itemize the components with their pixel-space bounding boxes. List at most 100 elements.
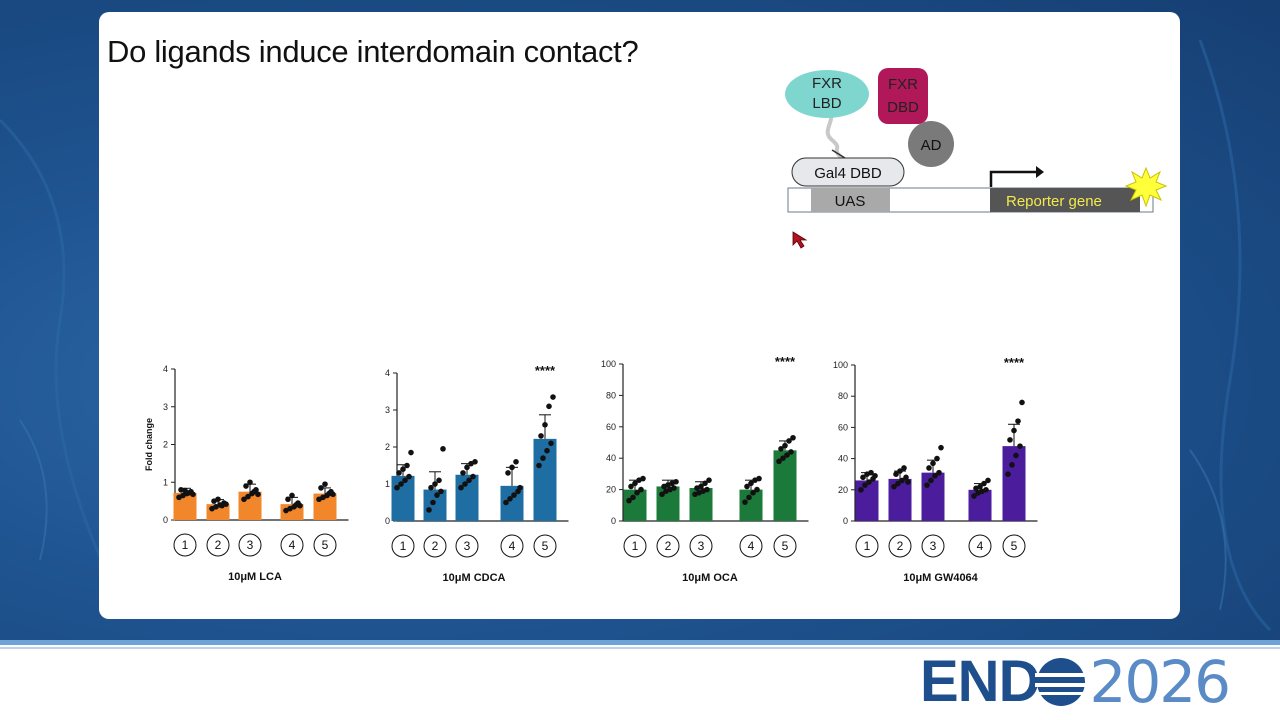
category-label: 3	[698, 539, 705, 553]
data-point	[190, 491, 196, 498]
data-point	[318, 485, 324, 491]
data-point	[702, 480, 708, 487]
data-point	[255, 491, 261, 498]
category-label: 3	[464, 539, 471, 553]
data-point	[215, 496, 221, 503]
y-tick-label: 1	[163, 477, 168, 487]
data-point	[1005, 471, 1011, 477]
data-point	[247, 479, 253, 486]
data-point	[659, 491, 665, 498]
data-point	[434, 492, 440, 498]
data-point	[746, 494, 752, 501]
data-point	[503, 499, 509, 506]
data-point	[860, 474, 866, 481]
starburst-icon	[1124, 166, 1168, 208]
uas-box	[811, 188, 890, 212]
data-point	[1013, 452, 1019, 459]
y-tick-label: 4	[385, 368, 390, 378]
data-point	[458, 484, 464, 491]
background-pattern	[0, 39, 1272, 632]
slide-title: Do ligands induce interdomain contact?	[107, 34, 639, 69]
category-circle	[173, 533, 197, 557]
data-point	[513, 459, 519, 465]
fxr-lbd-label-1: FXR	[812, 75, 842, 92]
data-point	[430, 499, 436, 506]
data-point	[408, 449, 414, 456]
data-point	[938, 444, 944, 451]
y-tick-label: 60	[838, 422, 848, 432]
data-point	[509, 464, 515, 471]
data-point	[776, 458, 782, 465]
data-point	[780, 455, 786, 461]
x-axis-label: 10μM OCA	[682, 572, 738, 584]
data-point	[640, 475, 646, 482]
category-label: 4	[289, 538, 296, 552]
x-axis-label: 10μM CDCA	[443, 572, 506, 584]
significance-label: ****	[535, 363, 556, 378]
data-point	[924, 482, 930, 488]
category-circle	[921, 534, 945, 558]
y-tick-label: 100	[601, 359, 616, 369]
data-point	[432, 481, 438, 487]
category-circle	[656, 534, 680, 558]
data-point	[754, 486, 760, 493]
data-point	[536, 462, 542, 469]
category-label: 1	[182, 538, 189, 552]
data-point	[396, 470, 402, 476]
data-point	[548, 440, 554, 447]
data-point	[428, 484, 434, 491]
category-circle	[455, 534, 479, 558]
y-tick-label: 80	[838, 391, 848, 401]
footer-bar	[0, 640, 1280, 720]
category-label: 4	[509, 539, 516, 553]
data-point	[786, 438, 792, 444]
data-point	[858, 487, 864, 493]
data-point	[241, 496, 247, 503]
fxr-dbd-label-2: DBD	[887, 99, 919, 116]
data-point	[638, 486, 644, 493]
data-point	[868, 469, 874, 476]
y-tick-label: 0	[611, 516, 616, 526]
bar	[1002, 446, 1026, 521]
category-circle	[391, 534, 415, 558]
category-label: 2	[432, 539, 439, 553]
category-circle	[855, 534, 879, 558]
gal4-dbd-shape	[791, 157, 905, 187]
data-point	[550, 394, 556, 400]
data-point	[895, 480, 901, 487]
logo-year: 2026	[1089, 648, 1231, 716]
data-point	[1011, 427, 1017, 434]
category-label: 3	[930, 539, 937, 553]
y-tick-label: 4	[163, 364, 168, 374]
data-point	[901, 465, 907, 471]
category-circle	[533, 534, 557, 558]
arrowhead-icon	[1036, 166, 1044, 178]
data-point	[245, 493, 251, 500]
category-circle	[773, 534, 797, 558]
data-point	[671, 485, 677, 491]
x-axis-label: 10μM GW4064	[903, 572, 978, 584]
category-label: 1	[400, 539, 407, 553]
data-point	[891, 483, 897, 490]
y-tick-label: 0	[163, 515, 168, 525]
ad-shape	[908, 121, 954, 167]
gal4-dbd-label: Gal4 DBD	[814, 165, 882, 182]
y-tick-label: 40	[606, 453, 616, 463]
data-point	[862, 482, 868, 488]
category-circle	[739, 534, 763, 558]
data-point	[540, 455, 546, 461]
category-circle	[1002, 534, 1026, 558]
data-point	[936, 469, 942, 476]
reporter-label: Reporter gene	[1006, 193, 1102, 210]
data-point	[673, 478, 679, 485]
data-point	[289, 492, 295, 499]
data-point	[784, 452, 790, 458]
data-point	[977, 483, 983, 490]
data-point	[905, 479, 911, 485]
y-tick-label: 20	[838, 485, 848, 495]
data-point	[628, 483, 634, 490]
data-point	[788, 449, 794, 455]
data-point	[626, 497, 632, 504]
data-point	[742, 499, 748, 505]
y-tick-label: 100	[833, 360, 848, 370]
